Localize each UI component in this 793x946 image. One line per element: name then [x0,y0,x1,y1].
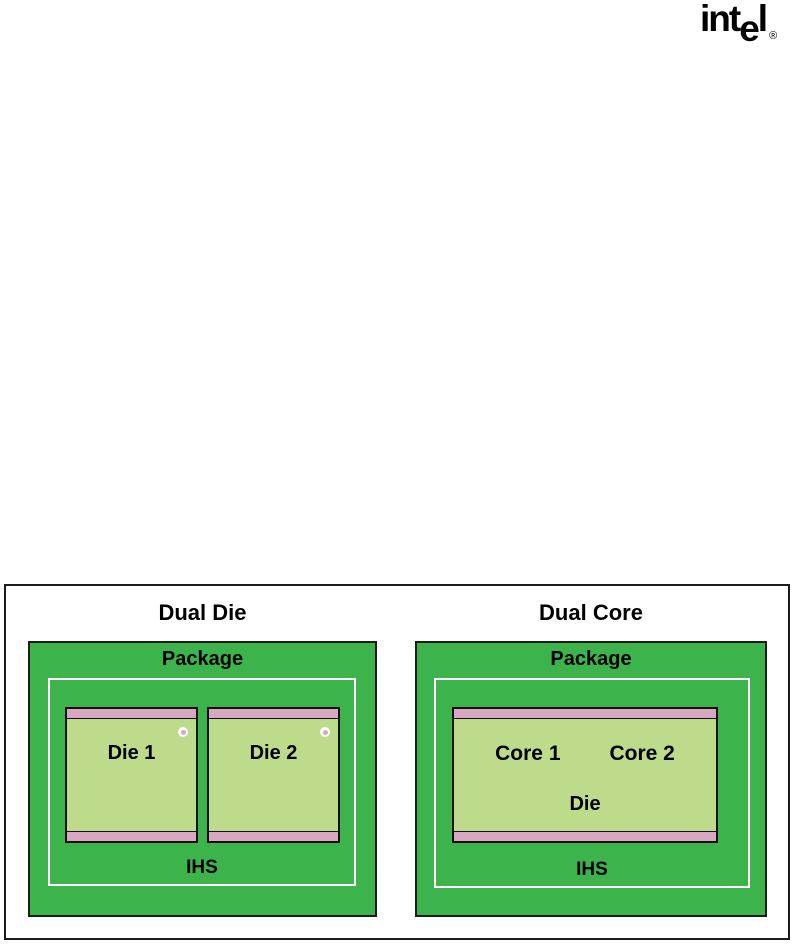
die-2-label: Die 2 [249,742,298,764]
die-top-substrate-strip [67,709,196,719]
intel-logo-l: l [757,0,768,39]
die-corner-marker-icon [320,727,330,737]
dual-core-package-box: Package Core 1 Core 2 Die IHS [415,641,767,917]
package-label: Package [161,648,244,670]
dual-core-die-body: Core 1 Core 2 Die [454,719,716,831]
die-1-box: Die 1 [65,707,198,843]
ihs-outline: Core 1 Core 2 Die IHS [434,678,750,888]
core-1-label: Core 1 [495,742,561,765]
ihs-label: IHS [576,859,608,880]
die-corner-marker-dot [322,729,328,735]
die-bottom-substrate-strip [454,831,716,841]
package-label: Package [550,648,632,670]
die-2-box: Die 2 [207,707,340,843]
die-1-label: Die 1 [107,742,156,764]
die-corner-marker-icon [178,727,188,737]
ihs-label: IHS [186,857,218,878]
dual-core-title: Dual Core [539,600,643,625]
die-corner-marker-dot [180,729,186,735]
die-2-body: Die 2 [209,719,338,831]
die-top-substrate-strip [209,709,338,719]
die-top-substrate-strip [454,709,716,719]
dual-core-die-box: Core 1 Core 2 Die [452,707,718,843]
core-2-label: Core 2 [609,742,675,765]
dual-die-package-box: Package Die 1 Die 2 IHS [28,641,377,917]
ihs-outline: Die 1 Die 2 IHS [48,678,356,886]
intel-logo: intel® [700,0,777,47]
registered-trademark-icon: ® [769,30,778,42]
die-label: Die [569,793,601,815]
dual-die-vs-dual-core-figure: Dual Die Dual Core Package Die 1 Die 2 [4,584,790,940]
cores-row: Core 1 Core 2 [454,719,716,766]
dual-die-title: Dual Die [158,600,247,625]
die-bottom-substrate-strip [209,831,338,841]
intel-logo-dropped-e: e [739,8,760,49]
die-1-body: Die 1 [67,719,196,831]
intel-logo-int: int [700,0,741,39]
die-bottom-substrate-strip [67,831,196,841]
